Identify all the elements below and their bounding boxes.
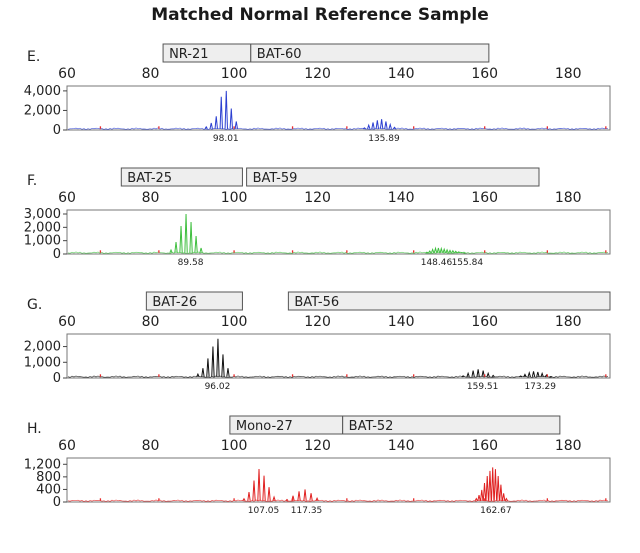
x-tick-label: 160 bbox=[471, 438, 498, 454]
marker-name: BAT-60 bbox=[257, 47, 302, 62]
x-tick-label: 100 bbox=[221, 66, 248, 82]
baseline-trace bbox=[67, 499, 609, 503]
y-tick-label: 2,000 bbox=[24, 340, 61, 355]
panel-2: G. BAT-26 BAT-56 60 80 100 120 140 160 180 2,0001,… bbox=[24, 291, 611, 392]
marker-box bbox=[250, 43, 490, 63]
y-tick-label: 2,000 bbox=[24, 103, 61, 118]
y-tick-label: 0 bbox=[53, 371, 61, 386]
y-tick-label: 1,000 bbox=[24, 355, 61, 370]
peak-label: 159.51 bbox=[467, 382, 499, 392]
y-tick-label: 2,000 bbox=[24, 220, 61, 235]
x-tick-label: 180 bbox=[555, 190, 582, 206]
x-tick-label: 140 bbox=[388, 190, 415, 206]
marker-box bbox=[120, 167, 243, 187]
x-tick-label: 100 bbox=[221, 190, 248, 206]
x-tick-label: 160 bbox=[471, 314, 498, 330]
baseline-trace bbox=[67, 375, 609, 379]
y-tick-label: 0 bbox=[53, 123, 61, 138]
baseline-trace bbox=[67, 127, 609, 131]
x-tick-label: 80 bbox=[142, 66, 160, 82]
y-tick-label: 800 bbox=[36, 470, 61, 485]
x-tick-label: 180 bbox=[555, 438, 582, 454]
plot-frame bbox=[66, 85, 611, 131]
marker-name: BAT-52 bbox=[349, 419, 394, 434]
y-tick-label: 1,000 bbox=[24, 234, 61, 249]
x-tick-label: 180 bbox=[555, 66, 582, 82]
marker-name: Mono-27 bbox=[236, 419, 293, 434]
marker-name: BAT-59 bbox=[253, 171, 298, 186]
marker-name: BAT-56 bbox=[294, 295, 339, 310]
marker-box bbox=[145, 291, 243, 311]
panel-label: G. bbox=[27, 297, 42, 313]
peak-label: 162.67 bbox=[480, 506, 512, 516]
marker-box bbox=[246, 167, 540, 187]
y-tick-label: 0 bbox=[53, 495, 61, 510]
peak-label: 135.89 bbox=[368, 134, 400, 144]
x-tick-label: 140 bbox=[388, 438, 415, 454]
x-tick-label: 80 bbox=[142, 438, 160, 454]
marker-name: NR-21 bbox=[169, 47, 208, 62]
peak-trace bbox=[196, 338, 230, 378]
peak-label: 98.01 bbox=[213, 134, 239, 144]
panel-label: E. bbox=[27, 49, 40, 65]
peak-label: 117.35 bbox=[291, 506, 323, 516]
marker-name: BAT-25 bbox=[127, 171, 172, 186]
panel-3: H. Mono-27 BAT-52 60 80 100 120 140 160 180 1,2008… bbox=[24, 415, 611, 516]
x-tick-label: 120 bbox=[304, 438, 331, 454]
peak-trace bbox=[242, 468, 276, 502]
peak-trace bbox=[285, 489, 319, 502]
peak-label: 155.84 bbox=[452, 258, 484, 268]
peak-trace bbox=[461, 369, 495, 378]
peak-trace bbox=[362, 119, 397, 130]
y-tick-label: 1,200 bbox=[24, 457, 61, 472]
peak-label: 89.58 bbox=[178, 258, 204, 268]
x-tick-label: 120 bbox=[304, 190, 331, 206]
plot-frame bbox=[66, 209, 611, 255]
peak-label: 96.02 bbox=[205, 382, 231, 392]
peak-trace bbox=[474, 467, 509, 502]
x-tick-label: 60 bbox=[58, 438, 76, 454]
peak-trace bbox=[519, 370, 552, 378]
marker-box bbox=[287, 291, 611, 311]
peak-trace bbox=[425, 246, 466, 254]
x-tick-label: 140 bbox=[388, 314, 415, 330]
x-tick-label: 60 bbox=[58, 190, 76, 206]
peak-label: 173.29 bbox=[524, 382, 556, 392]
x-tick-label: 160 bbox=[471, 66, 498, 82]
peak-label: 148.46 bbox=[421, 258, 453, 268]
y-tick-label: 4,000 bbox=[24, 84, 61, 99]
y-tick-label: 0 bbox=[53, 247, 61, 262]
x-tick-label: 120 bbox=[304, 66, 331, 82]
peak-label: 107.05 bbox=[248, 506, 280, 516]
baseline-trace bbox=[67, 251, 609, 255]
x-tick-label: 180 bbox=[555, 314, 582, 330]
panel-label: F. bbox=[27, 173, 37, 189]
y-tick-label: 3,000 bbox=[24, 207, 61, 222]
peak-trace bbox=[204, 90, 238, 130]
x-tick-label: 100 bbox=[221, 314, 248, 330]
x-tick-label: 100 bbox=[221, 438, 248, 454]
x-tick-label: 140 bbox=[388, 66, 415, 82]
peak-trace bbox=[169, 213, 203, 253]
panels: E. NR-21 BAT-60 60 80 100 120 140 160 180 4,000 2,0… bbox=[24, 43, 611, 516]
figure-title: Matched Normal Reference Sample bbox=[151, 5, 489, 25]
panel-0: E. NR-21 BAT-60 60 80 100 120 140 160 180 4,000 2,0… bbox=[24, 43, 611, 144]
panel-1: F. BAT-25 BAT-59 60 80 100 120 140 160 180 3,0002,… bbox=[24, 167, 611, 268]
panel-label: H. bbox=[27, 421, 42, 437]
marker-name: BAT-26 bbox=[152, 295, 197, 310]
x-tick-label: 120 bbox=[304, 314, 331, 330]
marker-box bbox=[342, 415, 561, 435]
plot-frame bbox=[66, 457, 611, 503]
y-tick-label: 400 bbox=[36, 482, 61, 497]
x-tick-label: 80 bbox=[142, 190, 160, 206]
x-tick-label: 80 bbox=[142, 314, 160, 330]
x-tick-label: 60 bbox=[58, 314, 76, 330]
x-tick-label: 60 bbox=[58, 66, 76, 82]
plot-frame bbox=[66, 333, 611, 379]
x-tick-label: 160 bbox=[471, 190, 498, 206]
